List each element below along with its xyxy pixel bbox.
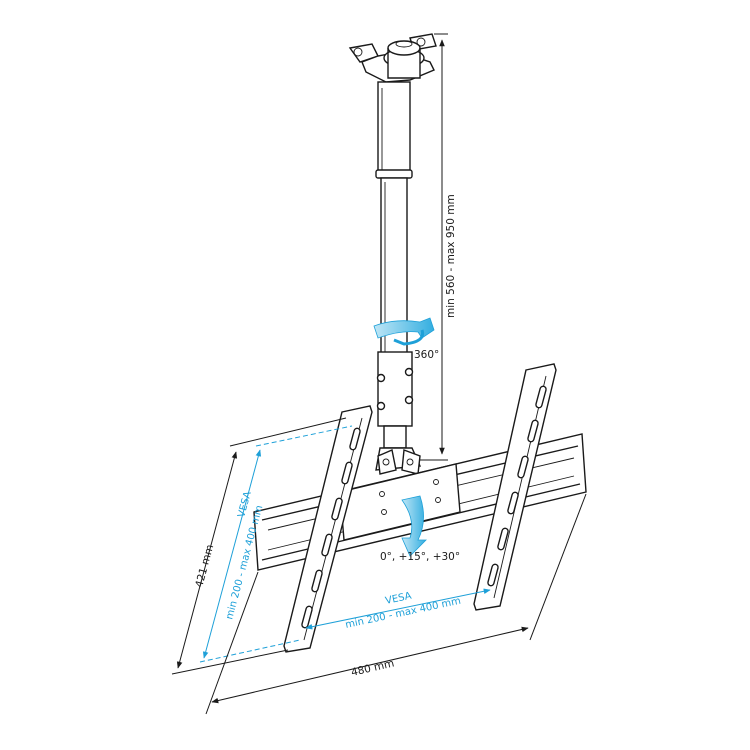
pole-height-dimension bbox=[420, 33, 448, 461]
vesa-horizontal-dimension bbox=[305, 588, 491, 630]
telescopic-pole bbox=[375, 81, 414, 449]
rotation-arrow-icon bbox=[373, 317, 435, 346]
tilt-hinge bbox=[375, 447, 422, 475]
width-total-label: 480 mm bbox=[350, 657, 395, 679]
vesa-horizontal-title: VESA bbox=[384, 591, 412, 607]
ceiling-bracket bbox=[348, 33, 437, 83]
pole-height-label: min 560 - max 950 mm bbox=[445, 194, 457, 318]
tilt-arrow-icon bbox=[401, 495, 427, 557]
height-total-label: 421 mm bbox=[193, 543, 216, 588]
rotation-label: 360° bbox=[414, 349, 439, 361]
width-total-dimension bbox=[205, 493, 587, 715]
tilt-label: 0°, +15°, +30° bbox=[380, 551, 460, 563]
